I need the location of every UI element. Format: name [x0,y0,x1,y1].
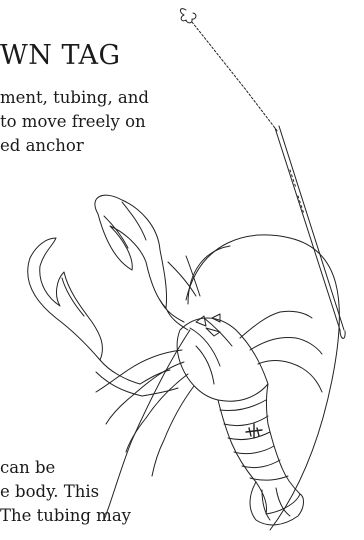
streamer-tag-icon [180,9,345,339]
tag-anchor-icon [246,424,262,438]
lobster-illustration [28,195,340,530]
